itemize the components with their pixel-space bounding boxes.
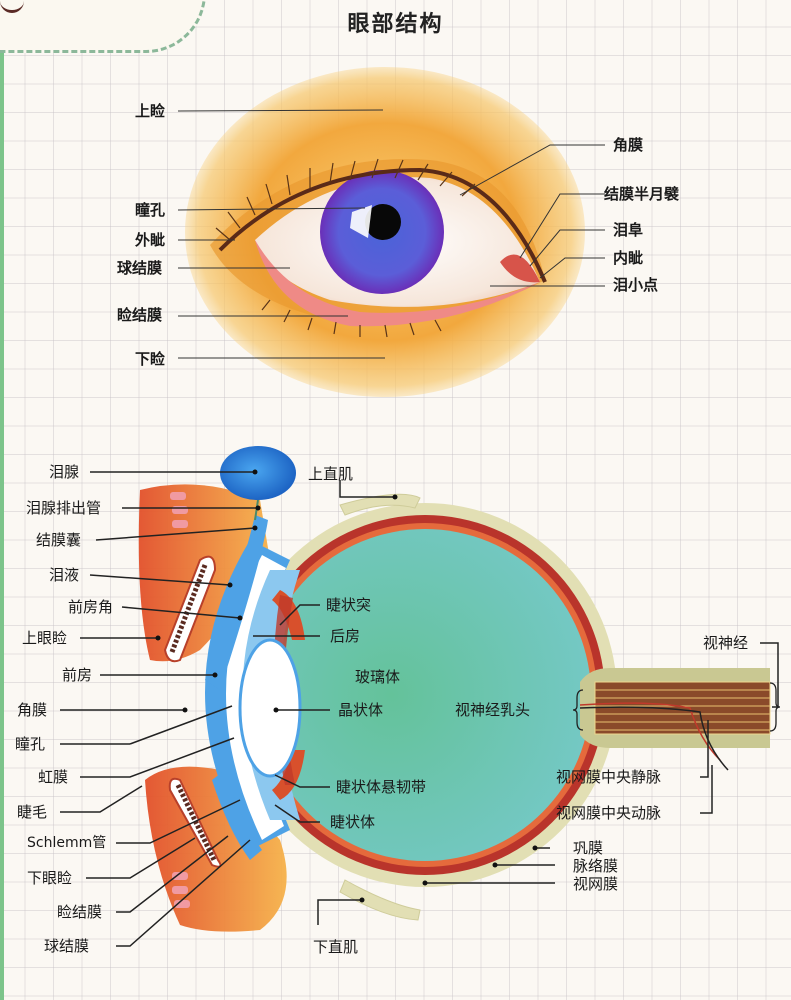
label-medial-canthus: 内眦	[613, 249, 644, 267]
label-cornea-cs: 角膜	[17, 701, 48, 719]
label-ciliary-body: 睫状体	[330, 813, 376, 831]
label-plica-semilunaris: 结膜半月襞	[604, 185, 680, 203]
label-optic-disc: 视神经乳头	[455, 701, 531, 719]
label-anterior-chamber-angle: 前房角	[68, 598, 114, 616]
label-palpebral-conjunctiva-cs: 睑结膜	[57, 903, 103, 921]
page-title: 眼部结构	[347, 12, 444, 37]
label-lacrimal-punctum: 泪小点	[613, 276, 659, 294]
label-lacrimal-duct: 泪腺排出管	[26, 499, 102, 517]
label-lacrimal-caruncle: 泪阜	[613, 221, 644, 239]
label-central-retinal-vein: 视网膜中央静脉	[556, 768, 662, 786]
label-pupil-cs: 瞳孔	[15, 735, 46, 753]
label-bulbar-conjunctiva-cs: 球结膜	[44, 937, 90, 955]
label-ciliary-process: 睫状突	[326, 596, 372, 614]
label-anterior-chamber: 前房	[62, 666, 93, 684]
label-retina: 视网膜	[573, 875, 619, 893]
left-accent-bar	[0, 40, 4, 1000]
label-vitreous-body: 玻璃体	[355, 668, 401, 686]
label-inferior-rectus: 下直肌	[313, 938, 359, 956]
label-schlemm-canal: Schlemm管	[27, 835, 107, 851]
header-decoration-bubble	[0, 0, 206, 53]
logo-fragment	[0, 0, 24, 13]
label-posterior-chamber: 后房	[330, 627, 361, 645]
label-lower-eyelid-cs: 下眼睑	[27, 869, 73, 887]
label-pupil: 瞳孔	[135, 201, 166, 219]
label-lacrimal-gland: 泪腺	[49, 463, 80, 481]
label-superior-rectus: 上直肌	[308, 465, 354, 483]
label-upper-eyelid: 上睑	[135, 102, 166, 120]
label-bulbar-conjunctiva: 球结膜	[117, 259, 163, 277]
label-lateral-canthus: 外眦	[135, 231, 166, 249]
label-tears: 泪液	[49, 566, 80, 584]
label-optic-nerve: 视神经	[703, 634, 749, 652]
label-iris: 虹膜	[38, 768, 69, 786]
label-zonule: 睫状体悬韧带	[336, 778, 427, 796]
label-upper-eyelid-cs: 上眼睑	[22, 629, 68, 647]
label-palpebral-conjunctiva: 睑结膜	[117, 306, 163, 324]
label-lower-eyelid: 下睑	[135, 350, 166, 368]
label-conjunctival-sac: 结膜囊	[36, 531, 82, 549]
label-lens: 晶状体	[338, 701, 384, 719]
label-choroid: 脉络膜	[573, 857, 619, 875]
label-cornea: 角膜	[613, 136, 644, 154]
label-central-retinal-artery: 视网膜中央动脉	[556, 804, 662, 822]
label-sclera: 巩膜	[573, 839, 604, 857]
label-eyelash: 睫毛	[17, 803, 48, 821]
